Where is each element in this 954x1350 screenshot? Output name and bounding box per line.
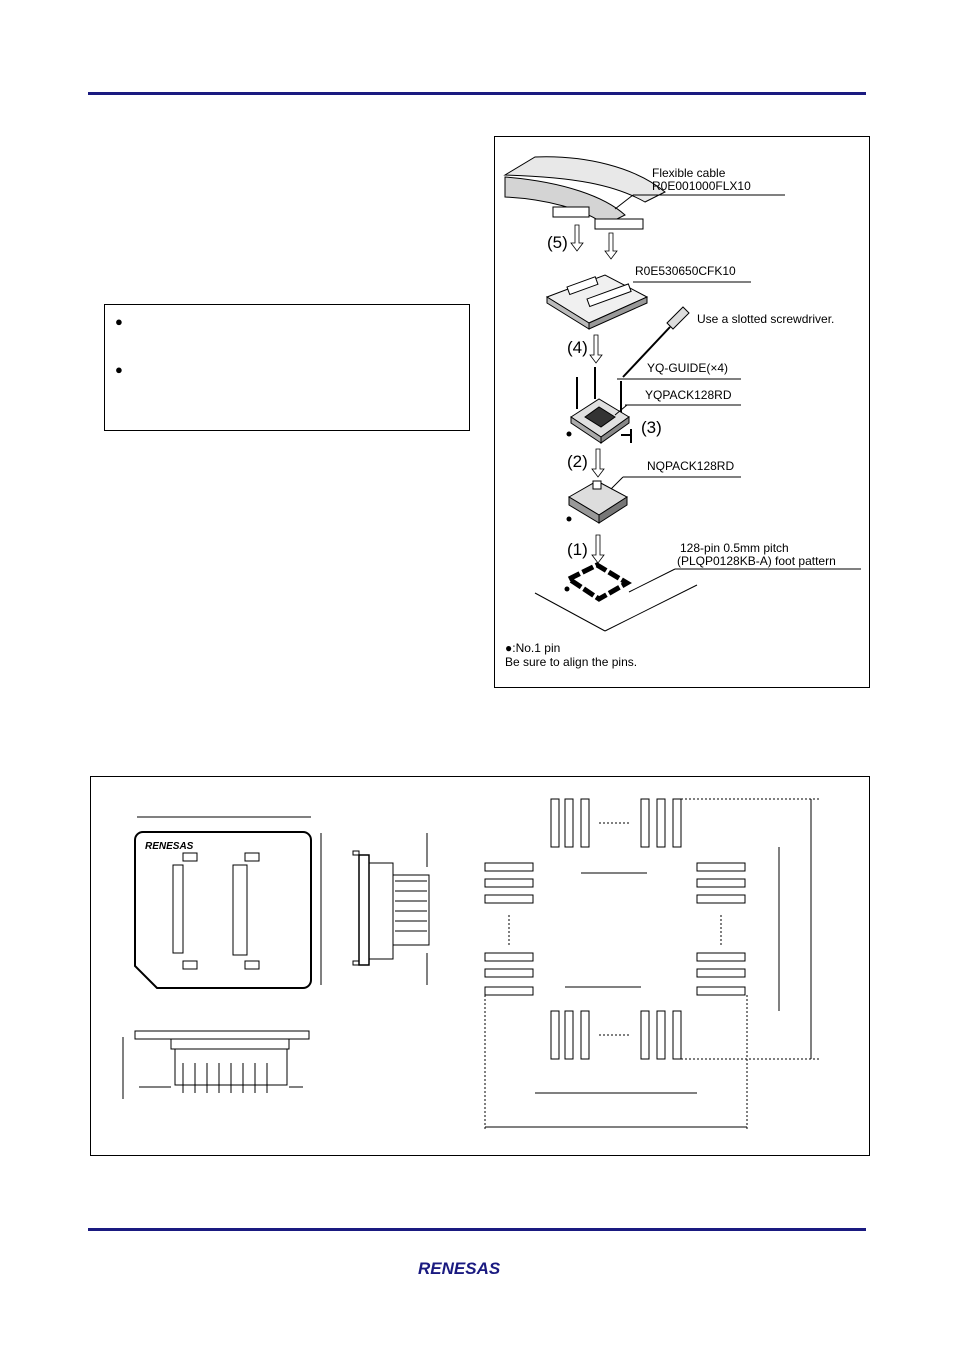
pitch-label: 128-pin 0.5mm pitch bbox=[680, 541, 789, 555]
dimensions-figure: RENESAS bbox=[90, 776, 870, 1156]
yqpack-illustration bbox=[570, 367, 632, 444]
footprint-label: (PLQP0128KB-A) foot pattern bbox=[677, 554, 836, 568]
step-3-label: (3) bbox=[641, 418, 662, 437]
screwdriver-label: Use a slotted screwdriver. bbox=[697, 312, 834, 326]
yqpack-label: YQPACK128RD bbox=[645, 388, 732, 402]
step-1-label: (1) bbox=[567, 540, 588, 559]
footer-rule bbox=[88, 1228, 866, 1231]
step-4-label: (4) bbox=[567, 338, 588, 357]
step-2-label: (2) bbox=[567, 452, 588, 471]
note-box: ● ● bbox=[104, 304, 470, 431]
flexible-cable-illustration bbox=[503, 156, 666, 230]
board-logo: RENESAS bbox=[145, 841, 194, 852]
pin-note: ●:No.1 pin bbox=[505, 641, 560, 655]
connection-figure: Flexible cable R0E001000FLX10 (5) R0E530… bbox=[494, 136, 870, 688]
cable-part-label: R0E001000FLX10 bbox=[652, 179, 751, 193]
nqpack-illustration bbox=[568, 480, 628, 524]
guide-label: YQ-GUIDE(×4) bbox=[647, 361, 728, 375]
note-bullet-1: ● bbox=[115, 314, 123, 329]
board-label: R0E530650CFK10 bbox=[635, 264, 736, 278]
nqpack-label: NQPACK128RD bbox=[647, 459, 734, 473]
align-note: Be sure to align the pins. bbox=[505, 655, 637, 669]
header-rule bbox=[88, 92, 866, 95]
note-bullet-2: ● bbox=[115, 362, 123, 377]
dimensions-diagram: RENESAS bbox=[122, 798, 821, 1129]
connection-diagram: Flexible cable R0E001000FLX10 (5) R0E530… bbox=[503, 156, 861, 669]
board-illustration bbox=[545, 274, 649, 330]
renesas-logo: RENESAS bbox=[418, 1256, 534, 1285]
cable-name-label: Flexible cable bbox=[652, 166, 726, 180]
step-5-label: (5) bbox=[547, 233, 568, 252]
screwdriver-illustration bbox=[622, 306, 690, 378]
foot-pattern-illustration bbox=[534, 562, 698, 632]
footer-logo-text: RENESAS bbox=[418, 1259, 501, 1278]
